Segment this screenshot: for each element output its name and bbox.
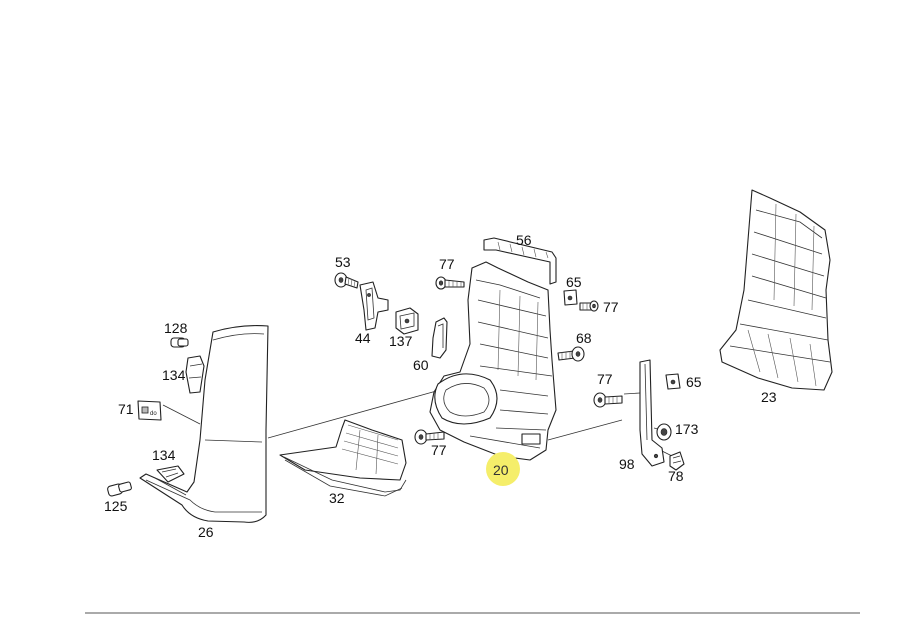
label-20[interactable]: 20 — [493, 462, 509, 478]
part-77-screw-middle[interactable] — [593, 392, 623, 408]
label-98[interactable]: 98 — [619, 456, 635, 472]
part-71-label-plate[interactable]: do — [137, 400, 162, 421]
label-128[interactable]: 128 — [164, 320, 188, 336]
part-125-pin[interactable] — [107, 481, 132, 497]
highlight-marker — [486, 452, 520, 486]
part-53-bolt[interactable] — [334, 272, 359, 289]
part-20-bracket-assembly[interactable] — [429, 261, 557, 461]
part-137-clip-nut[interactable] — [395, 307, 419, 335]
label-60[interactable]: 60 — [413, 357, 429, 373]
label-53[interactable]: 53 — [335, 254, 351, 270]
part-78-clip[interactable] — [669, 451, 685, 471]
part-44-bracket[interactable] — [359, 281, 389, 331]
part-60-bracket[interactable] — [431, 317, 448, 359]
part-77-screw-lower[interactable] — [414, 429, 445, 445]
part-98-strap-bracket[interactable] — [639, 359, 665, 467]
part-labels: 53 77 56 65 77 128 44 137 68 60 134 77 6… — [104, 232, 777, 540]
label-71[interactable]: 71 — [118, 401, 134, 417]
label-65-upper[interactable]: 65 — [566, 274, 582, 290]
label-134-upper[interactable]: 134 — [162, 367, 186, 383]
label-77-middle[interactable]: 77 — [597, 371, 613, 387]
label-56[interactable]: 56 — [516, 232, 532, 248]
label-77-lower[interactable]: 77 — [431, 442, 447, 458]
part-77-screw-right[interactable] — [579, 300, 599, 312]
part-134-clip-upper[interactable] — [185, 355, 205, 394]
part-134-clip-lower[interactable] — [156, 465, 185, 483]
label-125[interactable]: 125 — [104, 498, 128, 514]
part-65-clip-lower[interactable] — [665, 373, 681, 390]
part-173-grommet[interactable] — [656, 423, 672, 441]
label-173[interactable]: 173 — [675, 421, 699, 437]
part-65-clip-upper[interactable] — [563, 289, 578, 306]
label-77-right[interactable]: 77 — [603, 299, 619, 315]
part-23-wheel-liner[interactable] — [719, 189, 833, 391]
label-65-lower[interactable]: 65 — [686, 374, 702, 390]
label-32[interactable]: 32 — [329, 490, 345, 506]
label-23[interactable]: 23 — [761, 389, 777, 405]
part-68-screw[interactable] — [557, 346, 585, 362]
label-78[interactable]: 78 — [668, 468, 684, 484]
label-68[interactable]: 68 — [576, 330, 592, 346]
label-26[interactable]: 26 — [198, 524, 214, 540]
part-32-lower-spoiler[interactable] — [279, 419, 407, 497]
label-44[interactable]: 44 — [355, 330, 371, 346]
part-128-bushing[interactable] — [170, 337, 189, 348]
part-56-top-bracket[interactable] — [483, 237, 557, 285]
part-77-screw-top[interactable] — [435, 276, 465, 290]
svg-text:do: do — [150, 411, 157, 417]
label-77-top[interactable]: 77 — [439, 256, 455, 272]
part-26-trim-panel[interactable] — [139, 325, 269, 523]
label-137[interactable]: 137 — [389, 333, 413, 349]
label-134-lower[interactable]: 134 — [152, 447, 176, 463]
